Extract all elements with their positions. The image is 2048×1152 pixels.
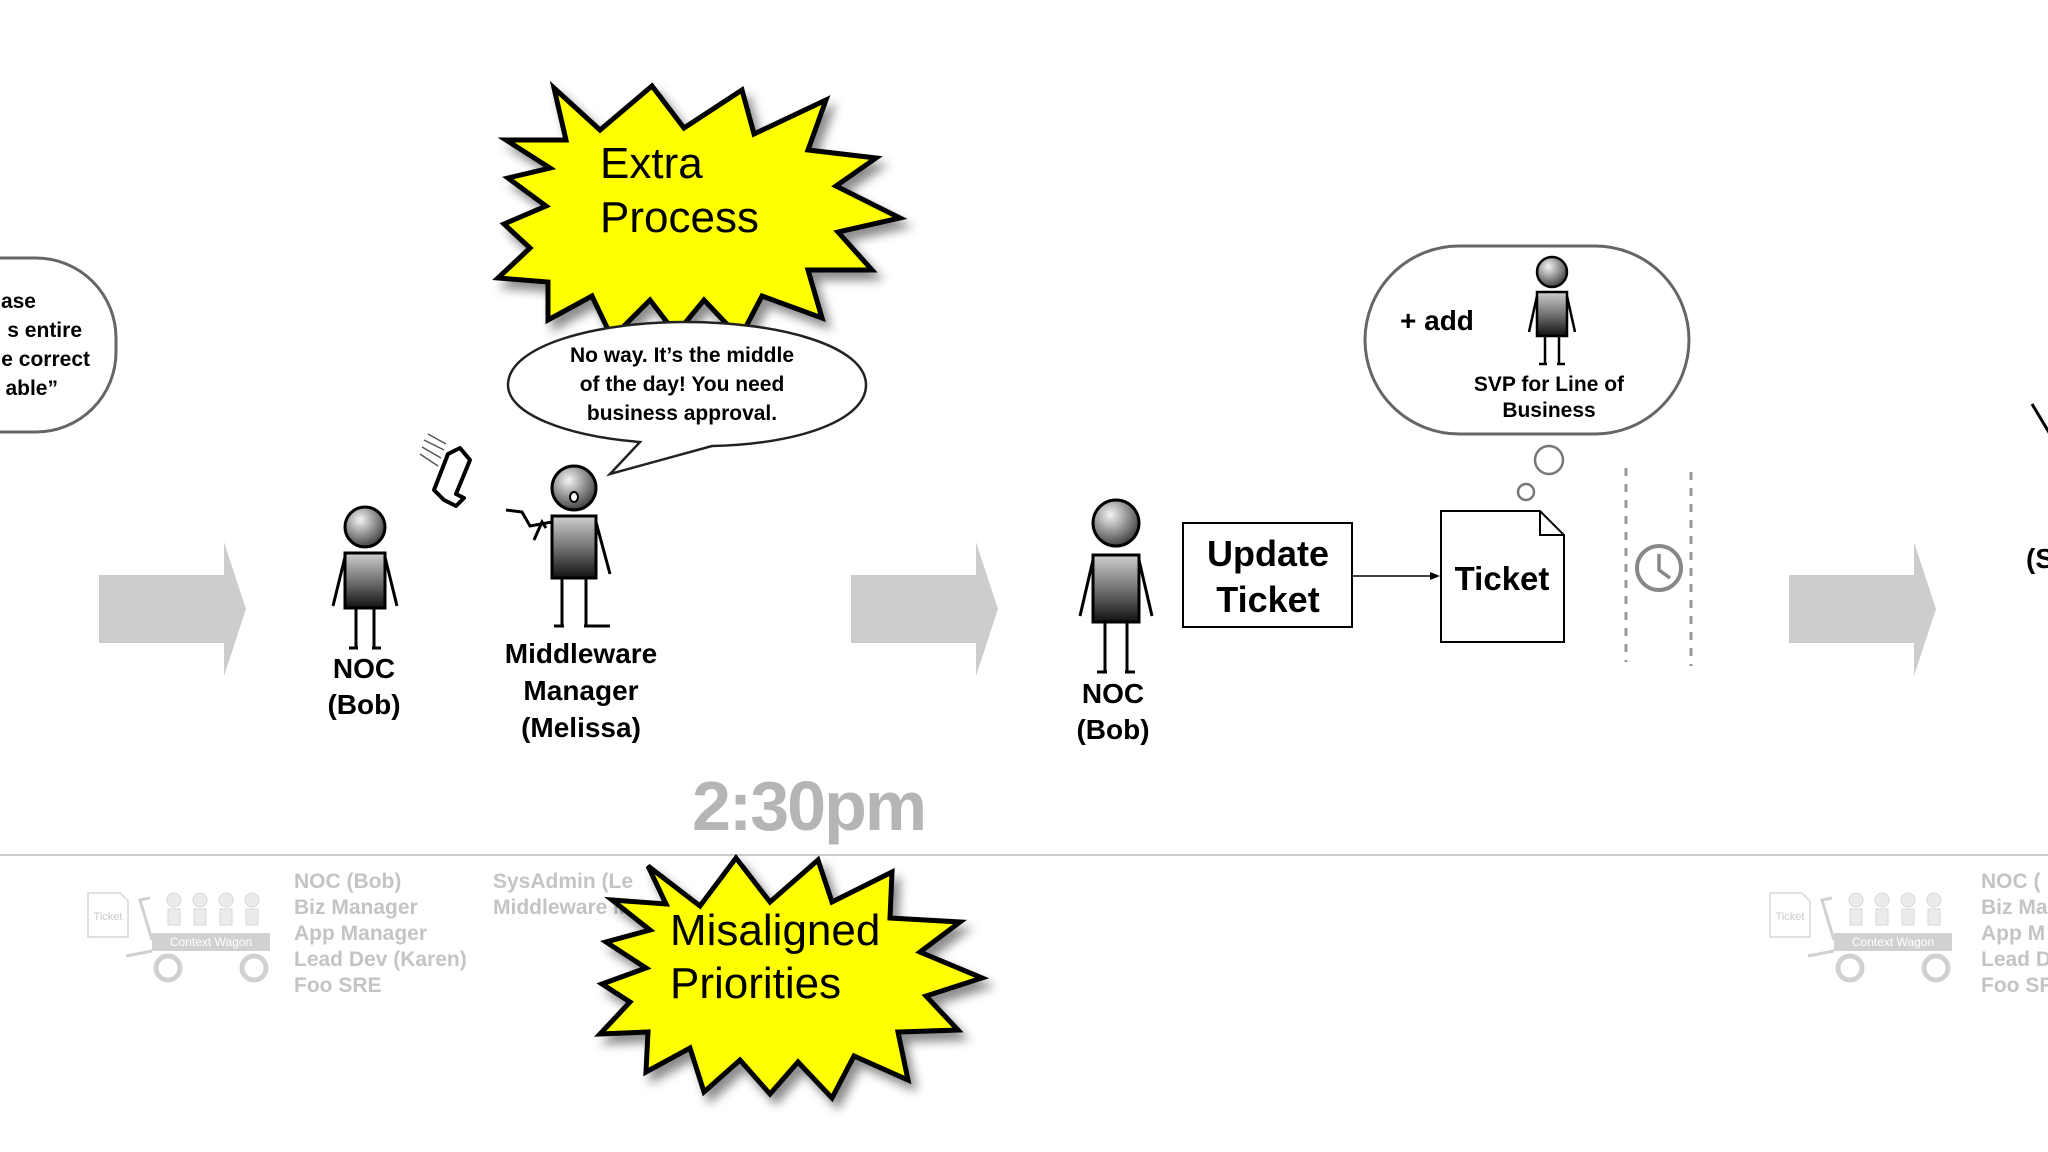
roster-item: Lead Dev (Karen) — [294, 948, 467, 971]
melissa-speech-bubble: No way. It’s the middle of the day! You … — [506, 320, 868, 477]
speech-line: of the day! You need — [580, 373, 785, 396]
wagon-label: Context Wagon — [1852, 935, 1934, 949]
extra-process-burst: Extra Process — [492, 80, 908, 343]
person-label: (Melissa) — [521, 712, 641, 743]
roster-item: Biz Manager — [294, 896, 418, 919]
thought-bubble: + add SVP for Line of Business — [1363, 244, 1691, 502]
box-line: Update — [1207, 533, 1329, 574]
wagon-label: Context Wagon — [170, 935, 252, 949]
roster-item: SysAdmin (Le — [493, 870, 633, 893]
roster-item: NOC (Bob) — [294, 870, 401, 893]
stick-figure-icon — [1078, 498, 1154, 674]
stick-figure-icon — [331, 505, 399, 650]
person-label: Middleware — [505, 638, 657, 669]
ticket-label: Ticket — [1455, 560, 1550, 597]
left-bubble-line: e correct — [1, 348, 90, 371]
roster-item: Foo SRE — [294, 974, 382, 997]
wagon-icon: Ticket Context Wagon — [1769, 892, 1952, 983]
roster-item: Biz Ma — [1981, 896, 2048, 919]
burst-line: Process — [600, 193, 759, 242]
thought-add-label: + add — [1400, 305, 1474, 336]
right-arrow-icon — [1789, 542, 1936, 676]
roster-item: App Manager — [294, 922, 427, 945]
roster-item: Lead D — [1981, 948, 2048, 971]
arrowhead — [1430, 572, 1440, 580]
thought-caption: SVP for Line of — [1474, 373, 1625, 396]
person-label: NOC — [1082, 678, 1144, 709]
partial-stroke — [2030, 403, 2048, 434]
stick-figure-icon — [505, 464, 612, 628]
roster-item: Middleware Ma — [493, 896, 643, 919]
person-label: (Bob) — [1076, 714, 1149, 745]
thought-caption: Business — [1502, 399, 1595, 422]
misaligned-priorities-burst: Misaligned Priorities — [593, 853, 990, 1103]
update-ticket-box: Update Ticket — [1182, 522, 1353, 628]
roster-item: NOC ( — [1981, 870, 2041, 893]
burst-line: Misaligned — [670, 906, 880, 955]
person-label: (Bob) — [327, 689, 400, 720]
left-bubble-line: s entire — [7, 319, 82, 342]
phone-icon — [419, 433, 472, 508]
right-arrow-icon — [851, 542, 998, 676]
speech-line: No way. It’s the middle — [570, 344, 794, 367]
speech-line: business approval. — [587, 402, 777, 425]
right-arrow-icon — [99, 542, 246, 676]
box-line: Ticket — [1216, 579, 1319, 620]
burst-line: Priorities — [670, 959, 841, 1008]
wagon-ticket-label: Ticket — [1776, 911, 1805, 923]
person-label: (S — [2026, 543, 2048, 574]
left-bubble-line: ase — [1, 290, 36, 313]
person-label: Manager — [523, 675, 638, 706]
context-roster: NOC (Bob) Biz Manager App Manager Lead D… — [294, 870, 643, 997]
clock-icon — [1635, 544, 1683, 592]
wagon-ticket-label: Ticket — [94, 911, 123, 923]
person-label: NOC — [333, 653, 395, 684]
context-roster: NOC ( Biz Ma App M Lead D Foo SF — [1981, 870, 2048, 997]
stick-figure-icon — [1527, 255, 1577, 366]
left-bubble-line: able” — [5, 377, 58, 400]
time-label: 2:30pm — [692, 767, 925, 845]
document-icon: Ticket — [1440, 510, 1565, 643]
wagon-icon: Ticket Context Wagon — [87, 892, 270, 983]
roster-item: App M — [1981, 922, 2045, 945]
burst-line: Extra — [600, 139, 703, 188]
left-speech-bubble: ase s entire e correct able” — [0, 256, 118, 434]
roster-item: Foo SF — [1981, 974, 2048, 997]
